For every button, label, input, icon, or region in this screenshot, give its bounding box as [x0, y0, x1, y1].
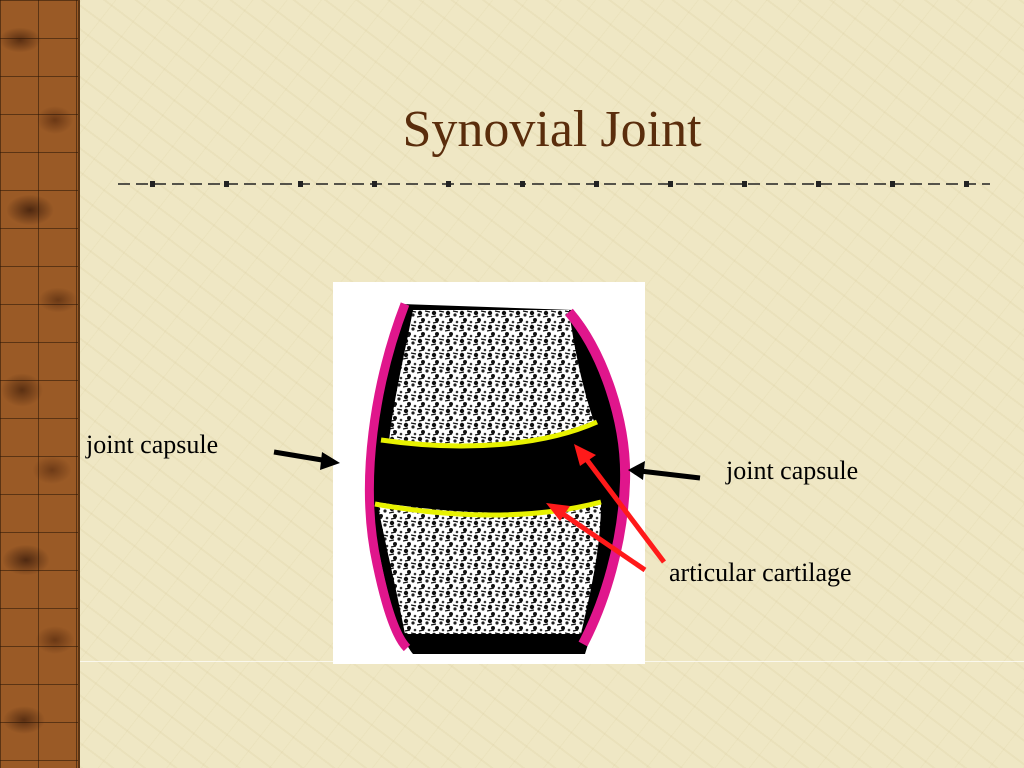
joint-capsule-label-left: joint capsule — [86, 430, 219, 459]
upper-cartilage — [380, 419, 599, 449]
joint-diagram-image — [333, 282, 645, 664]
decorative-side-strip — [0, 0, 80, 768]
lower-cartilage — [374, 499, 602, 518]
title-divider — [118, 181, 990, 187]
left-capsule — [364, 302, 411, 652]
lower-bone — [377, 502, 601, 634]
articular-cartilage-label: articular cartilage — [669, 558, 852, 587]
slide-title: Synovial Joint — [402, 101, 702, 158]
upper-bone — [389, 310, 595, 446]
joint-capsule-label-right: joint capsule — [726, 456, 859, 485]
